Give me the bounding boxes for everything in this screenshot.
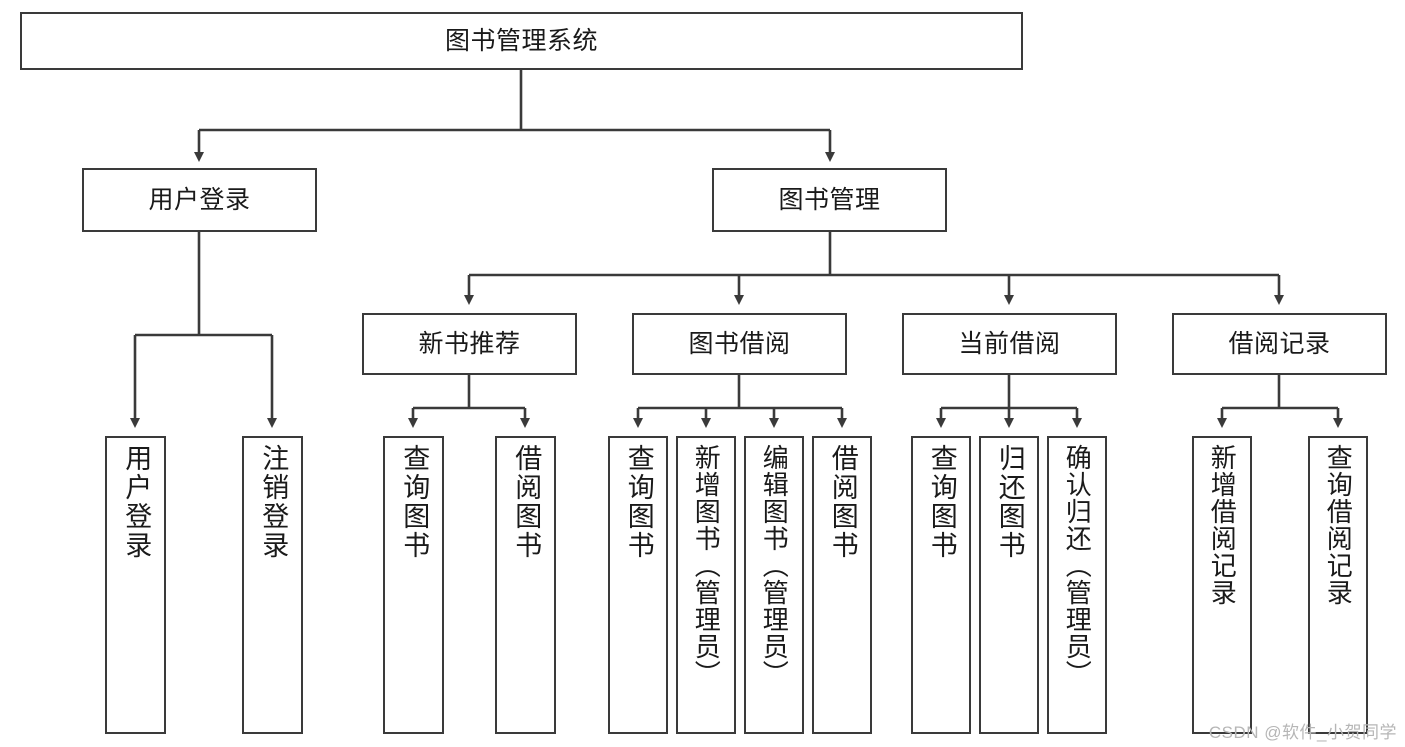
node-borrow-record[interactable]: 借阅记录 — [1172, 313, 1387, 375]
node-leaf-query-book-3[interactable]: 查询图书 — [911, 436, 971, 734]
node-book-management[interactable]: 图书管理 — [712, 168, 947, 232]
node-leaf-logout-login-label: 注销登录 — [258, 444, 289, 560]
node-root-label: 图书管理系统 — [444, 26, 598, 55]
node-leaf-edit-book-label: 编辑图书（管理员） — [759, 444, 790, 687]
node-user-login[interactable]: 用户登录 — [82, 168, 317, 232]
node-leaf-edit-book[interactable]: 编辑图书（管理员） — [744, 436, 804, 734]
node-book-management-label: 图书管理 — [778, 185, 881, 214]
node-leaf-return-book[interactable]: 归还图书 — [979, 436, 1039, 734]
node-leaf-add-book[interactable]: 新增图书（管理员） — [676, 436, 736, 734]
node-leaf-query-record-label: 查询借阅记录 — [1323, 444, 1354, 606]
node-leaf-confirm-return-label: 确认归还（管理员） — [1062, 444, 1093, 687]
node-leaf-borrow-book-1[interactable]: 借阅图书 — [495, 436, 556, 734]
node-leaf-query-book-3-label: 查询图书 — [926, 444, 957, 560]
node-leaf-add-book-label: 新增图书（管理员） — [691, 444, 722, 687]
node-leaf-borrow-book-2[interactable]: 借阅图书 — [812, 436, 872, 734]
node-book-borrow[interactable]: 图书借阅 — [632, 313, 847, 375]
node-leaf-query-record[interactable]: 查询借阅记录 — [1308, 436, 1368, 734]
node-current-borrow-label: 当前借阅 — [958, 329, 1061, 358]
node-leaf-query-book-1-label: 查询图书 — [399, 444, 430, 560]
node-leaf-confirm-return[interactable]: 确认归还（管理员） — [1047, 436, 1107, 734]
node-current-borrow[interactable]: 当前借阅 — [902, 313, 1117, 375]
node-root[interactable]: 图书管理系统 — [20, 12, 1023, 70]
node-book-borrow-label: 图书借阅 — [688, 329, 791, 358]
watermark: CSDN @软件_小贺同学 — [1208, 723, 1397, 742]
node-leaf-query-book-1[interactable]: 查询图书 — [383, 436, 444, 734]
node-new-book-recommend-label: 新书推荐 — [418, 329, 521, 358]
node-leaf-add-record-label: 新增借阅记录 — [1207, 444, 1238, 606]
node-borrow-record-label: 借阅记录 — [1228, 329, 1331, 358]
node-new-book-recommend[interactable]: 新书推荐 — [362, 313, 577, 375]
node-leaf-user-login-label: 用户登录 — [121, 444, 152, 560]
node-leaf-return-book-label: 归还图书 — [994, 444, 1025, 560]
node-leaf-logout-login[interactable]: 注销登录 — [242, 436, 303, 734]
node-user-login-label: 用户登录 — [148, 185, 251, 214]
node-leaf-borrow-book-2-label: 借阅图书 — [827, 444, 858, 560]
node-leaf-add-record[interactable]: 新增借阅记录 — [1192, 436, 1252, 734]
node-leaf-user-login[interactable]: 用户登录 — [105, 436, 166, 734]
node-leaf-borrow-book-1-label: 借阅图书 — [511, 444, 542, 560]
node-leaf-query-book-2-label: 查询图书 — [623, 444, 654, 560]
node-leaf-query-book-2[interactable]: 查询图书 — [608, 436, 668, 734]
